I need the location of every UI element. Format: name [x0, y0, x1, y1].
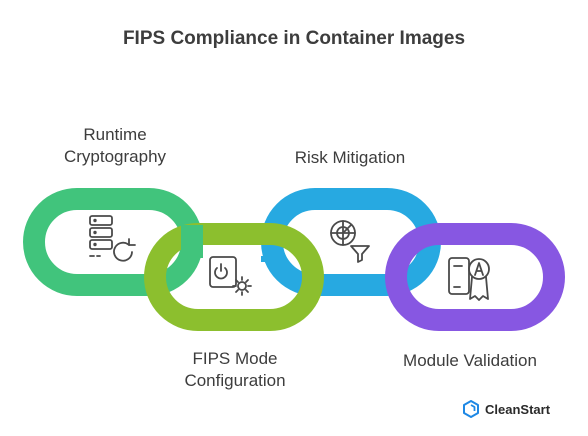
brand-name: CleanStart: [485, 401, 551, 417]
settings-gear-icon: [209, 256, 252, 296]
label-fips-mode-configuration: FIPS Mode Configuration: [184, 349, 286, 390]
certificate-badge-icon: [448, 257, 490, 301]
chain-link-module: [385, 223, 565, 331]
label-risk-mitigation: Risk Mitigation: [294, 148, 406, 167]
brand-logo: CleanStart: [462, 399, 550, 419]
server-refresh-icon: [89, 215, 136, 262]
diagram-title: FIPS Compliance in Container Images: [122, 28, 466, 49]
cleanstart-logo-icon: [463, 400, 479, 418]
label-runtime-cryptography: Runtime Cryptography: [63, 125, 167, 166]
radar-filter-icon: [330, 220, 370, 263]
chain-link-fips: [144, 223, 324, 331]
label-module-validation: Module Validation: [403, 351, 537, 370]
